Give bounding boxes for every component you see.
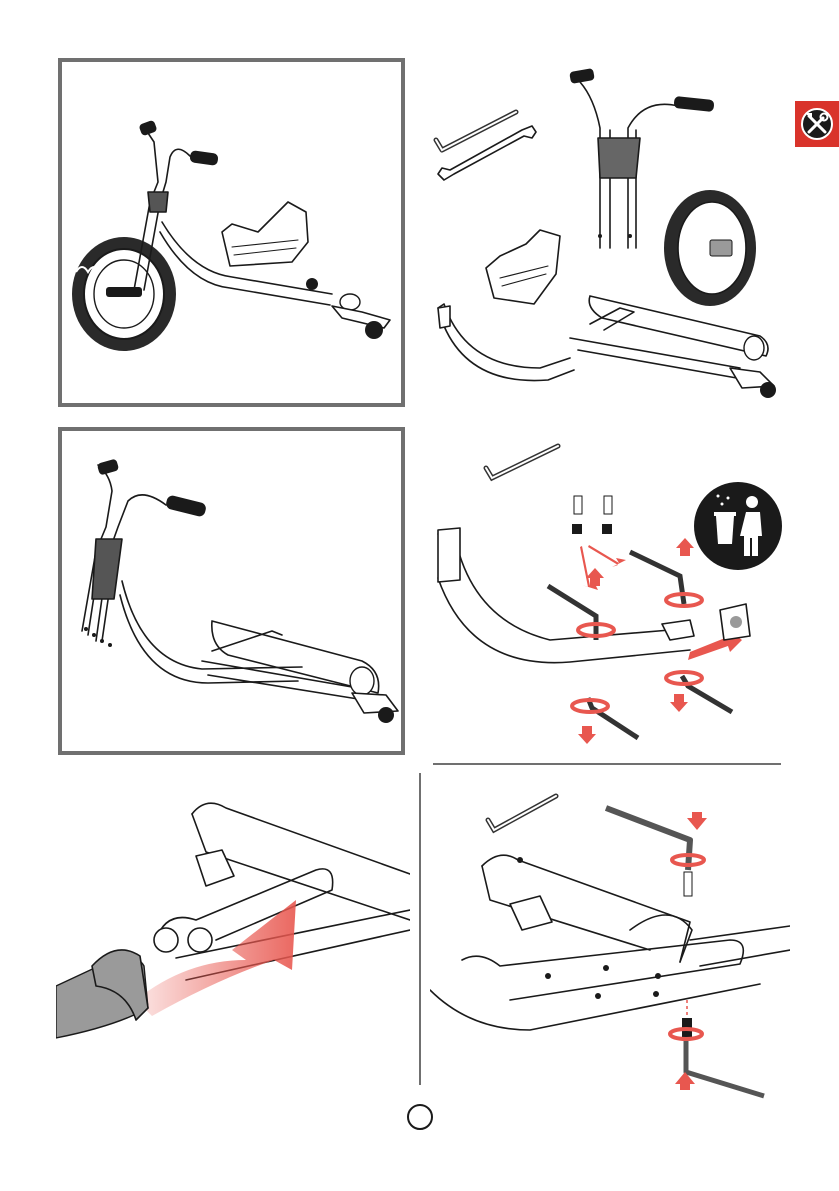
step-panel-frame-fork [58, 427, 405, 755]
parts-illustration [430, 68, 785, 408]
step-parts-overview [430, 68, 785, 408]
tools-badge [795, 101, 839, 147]
tricycle-frame-icon [62, 431, 401, 751]
step-tighten-bolts [430, 790, 790, 1102]
discard-icon [694, 482, 782, 570]
step-panel-assembled [58, 58, 405, 407]
step-slide-frame [56, 790, 410, 1090]
bolt-removal-illustration [430, 440, 790, 760]
page-number [407, 1104, 433, 1130]
divider-vertical [419, 773, 421, 1085]
step-remove-bolts [430, 440, 790, 760]
bolt-tighten-illustration [430, 790, 790, 1102]
divider-horizontal [433, 763, 781, 765]
bolt-icon [572, 496, 612, 534]
tools-icon [795, 101, 839, 147]
frame-joint-icon [56, 790, 410, 1090]
tricycle-icon [62, 62, 401, 403]
